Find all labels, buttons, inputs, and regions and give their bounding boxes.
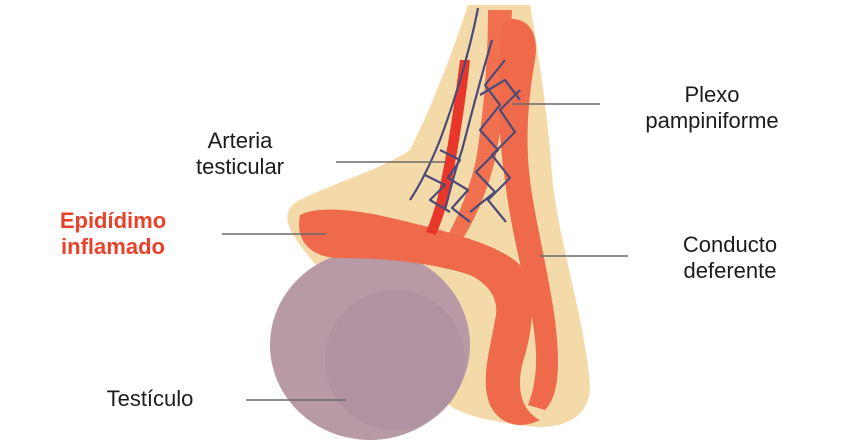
label-conducto-line2: deferente: [640, 258, 820, 284]
label-plexo-line2: pampiniforme: [612, 108, 812, 134]
label-conducto-deferente: Conducto deferente: [640, 232, 820, 284]
label-epididimo-inflamado: Epidídimo inflamado: [18, 208, 208, 260]
label-testiculo-line1: Testículo: [70, 386, 230, 412]
label-arteria-line1: Arteria: [160, 128, 320, 154]
label-testiculo: Testículo: [70, 386, 230, 412]
testis-shade: [325, 290, 465, 430]
label-epididimo-line1: Epidídimo: [18, 208, 208, 234]
label-arteria-line2: testicular: [160, 154, 320, 180]
label-plexo-line1: Plexo: [612, 82, 812, 108]
label-conducto-line1: Conducto: [640, 232, 820, 258]
label-arteria-testicular: Arteria testicular: [160, 128, 320, 180]
label-plexo-pampiniforme: Plexo pampiniforme: [612, 82, 812, 134]
label-epididimo-line2: inflamado: [18, 234, 208, 260]
